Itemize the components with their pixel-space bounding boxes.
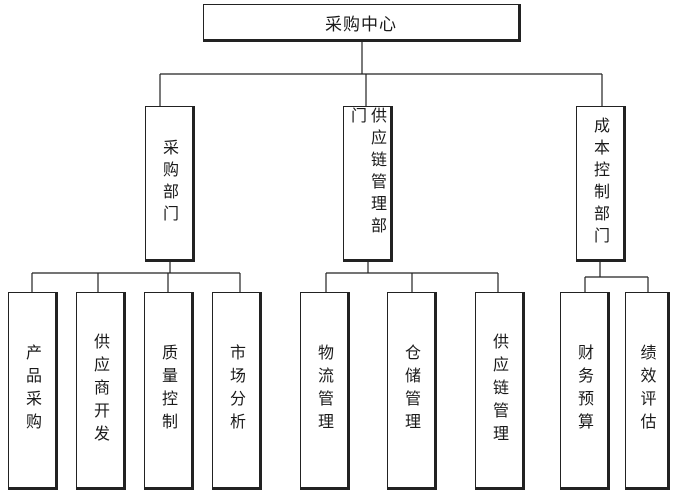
root-label: 采购中心 <box>325 14 397 35</box>
leaf-node: 质量控制 <box>144 292 194 490</box>
dept-label: 采购部门 <box>160 139 179 227</box>
leaf-label: 财务预算 <box>575 344 594 436</box>
leaf-label: 产品采购 <box>23 344 42 436</box>
leaf-label: 物流管理 <box>315 344 334 436</box>
leaf-node: 物流管理 <box>300 292 350 490</box>
dept-label: 成本控制部门 <box>591 117 610 249</box>
leaf-label: 质量控制 <box>159 344 178 436</box>
dept-node-supply-chain: 供应链管理部门 <box>343 106 393 262</box>
leaf-label: 绩效评估 <box>637 344 657 436</box>
leaf-node: 仓储管理 <box>387 292 437 490</box>
leaf-label: 供应商开发 <box>91 332 110 448</box>
leaf-label: 仓储管理 <box>402 344 421 436</box>
dept-node-procurement: 采购部门 <box>145 106 195 262</box>
leaf-label: 市场分析 <box>227 344 246 436</box>
leaf-node: 供应链管理 <box>475 292 525 490</box>
dept-node-cost-control: 成本控制部门 <box>576 106 626 262</box>
leaf-node: 供应商开发 <box>76 292 126 490</box>
leaf-node: 市场分析 <box>212 292 262 490</box>
leaf-node: 产品采购 <box>8 292 58 490</box>
dept-label: 供应链管理部门 <box>348 107 387 239</box>
root-node: 采购中心 <box>203 4 521 42</box>
leaf-label: 供应链管理 <box>490 332 509 448</box>
leaf-node: 财务预算 <box>560 292 610 490</box>
leaf-node: 绩效评估 <box>625 292 670 490</box>
